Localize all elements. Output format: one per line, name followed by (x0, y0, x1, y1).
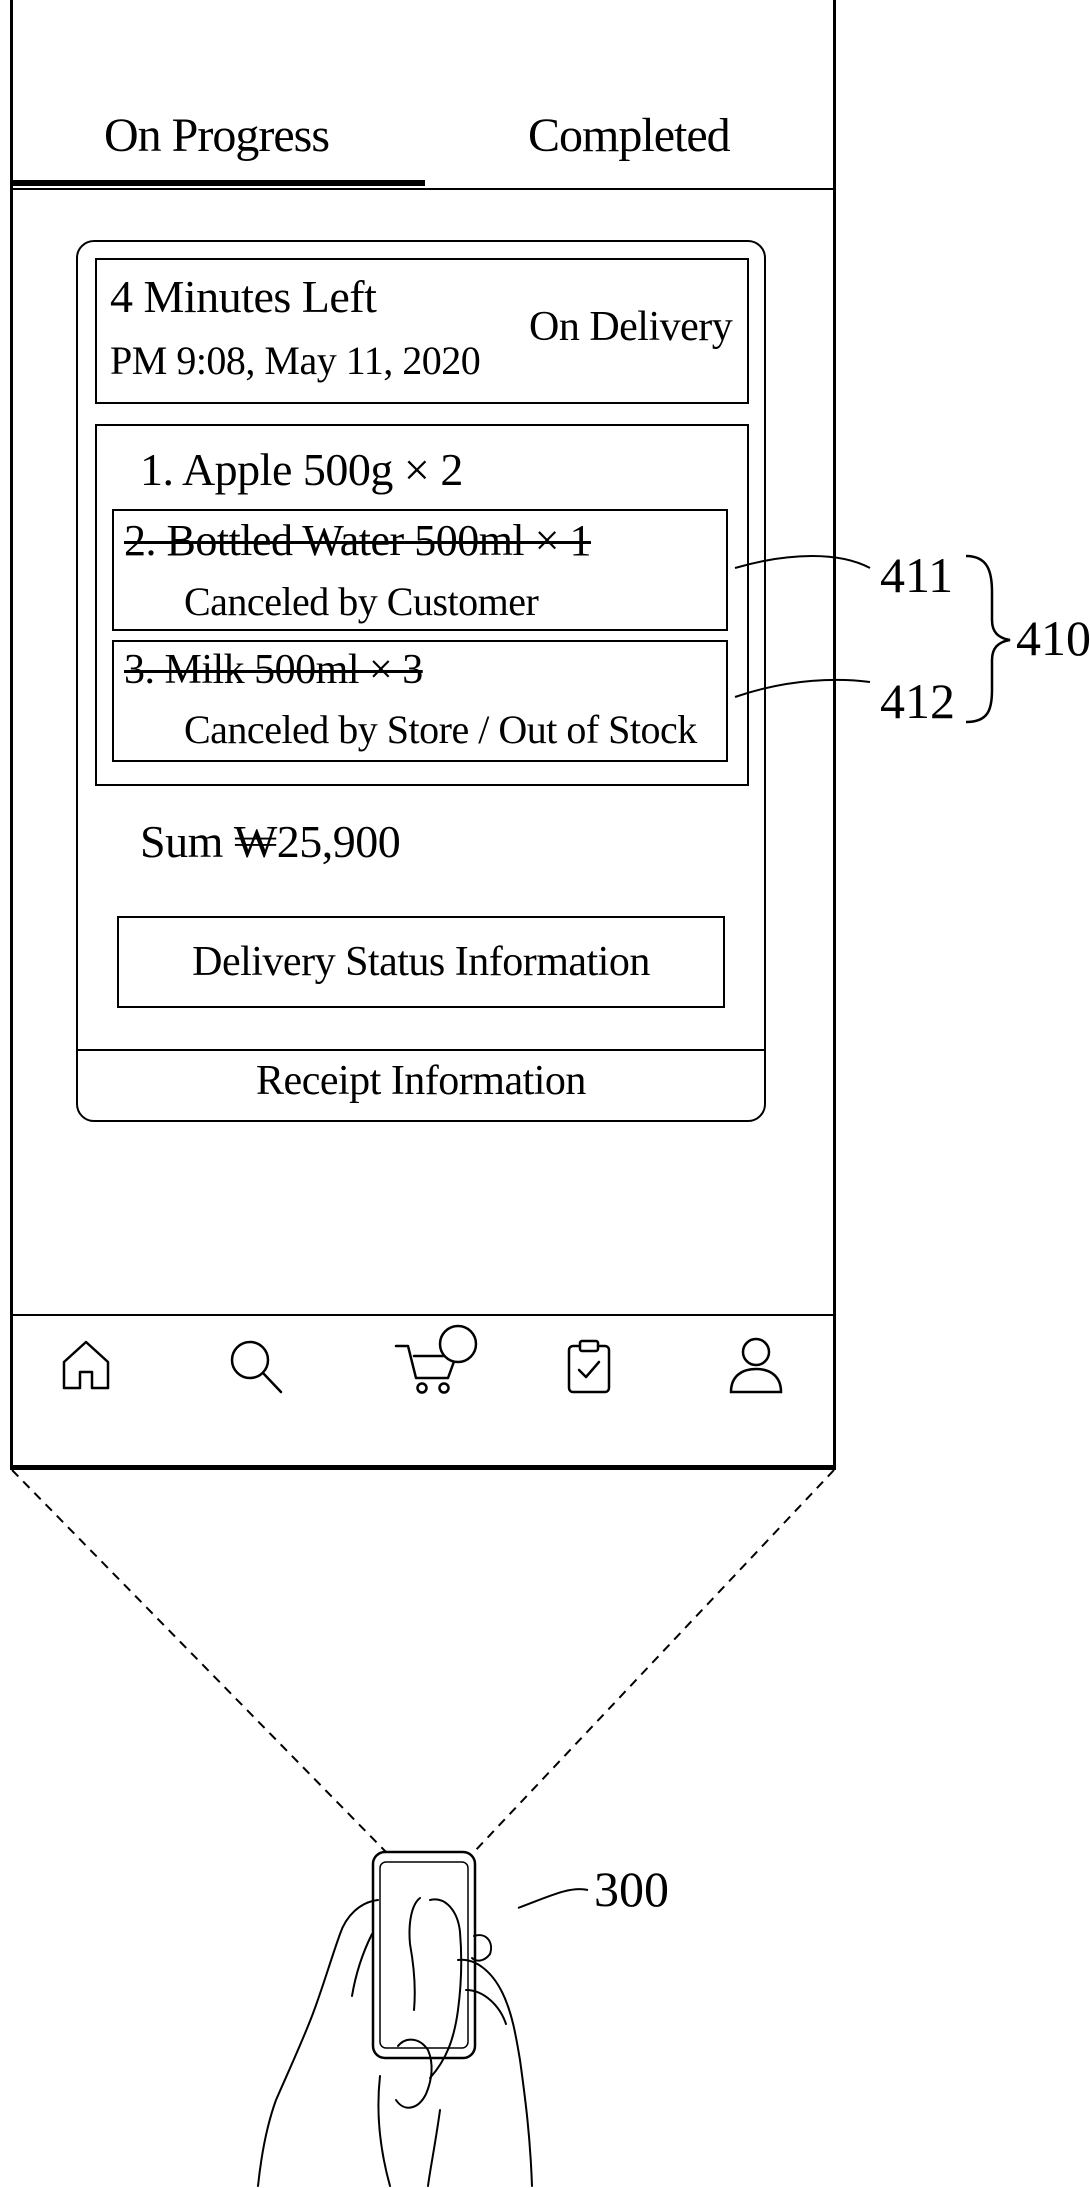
ref-412: 412 (880, 673, 955, 729)
canceled-item-milk: 3. Milk 500ml × 3 (124, 647, 423, 693)
canceled-item-411 (112, 509, 728, 631)
receipt-info-label: Receipt Information (256, 1058, 586, 1104)
phone-screen (379, 1861, 469, 2049)
delivery-status: On Delivery (529, 304, 733, 350)
phone-body (371, 1850, 477, 2060)
ref-300: 300 (594, 1861, 669, 1917)
profile-icon[interactable] (728, 1336, 784, 1394)
receipt-info-button[interactable]: Receipt Information (76, 1057, 766, 1105)
order-items-box (95, 424, 749, 786)
ref-411: 411 (880, 547, 954, 603)
canceled-item-412 (112, 640, 728, 762)
phone-screen-frame (10, 0, 836, 1470)
brace-410 (965, 554, 1011, 724)
cancel-note-store: Canceled by Store / Out of Stock (184, 707, 697, 752)
order-header-box (95, 258, 749, 404)
leader-300 (517, 1888, 589, 1909)
leader-411 (734, 555, 871, 569)
ref-410: 410 (1016, 610, 1090, 666)
home-icon[interactable] (58, 1336, 114, 1392)
tab-completed[interactable]: Completed (528, 109, 731, 162)
active-tab-indicator (10, 180, 425, 186)
projection-line-right (473, 1469, 835, 1853)
time-left: 4 Minutes Left (110, 271, 377, 322)
leader-412 (734, 678, 871, 698)
receipt-divider (76, 1049, 766, 1051)
projection-line-left (11, 1469, 387, 1853)
order-sum: Sum ₩25,900 (140, 816, 401, 867)
cancel-note-customer: Canceled by Customer (184, 579, 539, 624)
search-icon[interactable] (226, 1336, 286, 1396)
bottom-nav-divider (10, 1314, 836, 1316)
tab-divider (10, 188, 836, 190)
delivery-status-button[interactable]: Delivery Status Information (117, 916, 725, 1008)
hand-drawing (257, 1897, 533, 2187)
delivery-status-button-label: Delivery Status Information (192, 939, 650, 985)
tab-on-progress[interactable]: On Progress (104, 109, 330, 162)
canceled-item-water: 2. Bottled Water 500ml × 1 (124, 516, 591, 565)
orders-icon[interactable] (566, 1338, 612, 1394)
order-card (76, 240, 766, 1122)
order-datetime: PM 9:08, May 11, 2020 (110, 338, 481, 383)
cart-icon[interactable] (392, 1322, 482, 1396)
list-item-apple: 1. Apple 500g × 2 (140, 444, 463, 495)
